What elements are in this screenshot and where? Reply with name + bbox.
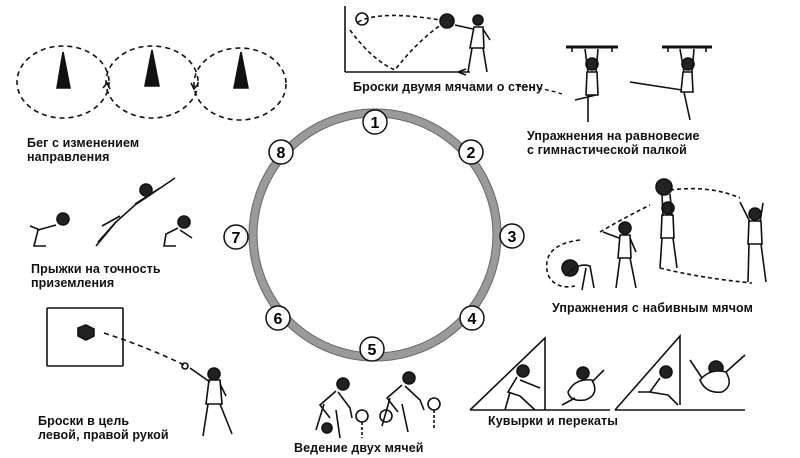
- station-badge-6: 6: [265, 305, 291, 331]
- caption-station-7-line-2: приземления: [31, 276, 115, 290]
- caption-station-7: Прыжки на точность приземления: [31, 262, 161, 290]
- station-6-illustration: [46, 307, 233, 437]
- station-4-illustration: [469, 333, 746, 411]
- station-badge-1: 1: [362, 109, 388, 135]
- caption-station-2-line-1: Упражнения на равновесие: [527, 129, 700, 143]
- station-badge-5: 5: [359, 336, 385, 362]
- station-1-illustration: [344, 6, 491, 76]
- caption-station-1: Броски двумя мячами о стену: [353, 80, 543, 94]
- station-number-2: 2: [467, 145, 476, 162]
- caption-station-5: Ведение двух мячей: [294, 441, 424, 455]
- station-2-illustration: [566, 45, 712, 122]
- caption-station-7-line-1: Прыжки на точность: [31, 262, 161, 276]
- station-badge-7: 7: [223, 224, 249, 250]
- station-7-illustration: [29, 177, 193, 247]
- station-number-5: 5: [368, 342, 377, 359]
- caption-station-4: Кувырки и перекаты: [488, 414, 618, 428]
- caption-station-6-line-2: левой, правой рукой: [38, 428, 169, 442]
- caption-station-2-line-2: с гимнастической палкой: [527, 143, 687, 157]
- station-number-3: 3: [508, 229, 517, 246]
- station-number-4: 4: [468, 311, 477, 328]
- caption-station-4-line-1: Кувырки и перекаты: [488, 414, 619, 428]
- station-number-7: 7: [232, 230, 241, 247]
- station-number-8: 8: [277, 145, 286, 162]
- caption-station-8-line-2: направления: [27, 150, 110, 164]
- caption-station-8: Бег с изменением направления: [27, 136, 139, 164]
- station-badge-3: 3: [499, 223, 525, 249]
- station-badge-4: 4: [459, 305, 485, 331]
- caption-station-8-line-1: Бег с изменением: [27, 136, 140, 150]
- station-3-illustration: [545, 178, 767, 291]
- station-8-illustration: [16, 45, 287, 121]
- station-badge-8: 8: [268, 139, 294, 165]
- arrow-1-to-2: [516, 85, 563, 95]
- caption-station-6: Броски в цель левой, правой рукой: [38, 414, 169, 442]
- caption-station-6-line-1: Броски в цель: [38, 414, 130, 428]
- caption-station-3: Упражнения с набивным мячом: [552, 301, 753, 315]
- station-badge-2: 2: [458, 139, 484, 165]
- caption-station-5-line-1: Ведение двух мячей: [294, 441, 424, 455]
- station-5-illustration: [315, 371, 441, 439]
- station-number-6: 6: [274, 311, 283, 328]
- caption-station-1-line-1: Броски двумя мячами о стену: [353, 80, 544, 94]
- station-number-1: 1: [371, 115, 380, 132]
- caption-station-3-line-1: Упражнения с набивным мячом: [552, 301, 753, 315]
- caption-station-2: Упражнения на равновесие с гимнастическо…: [527, 129, 700, 157]
